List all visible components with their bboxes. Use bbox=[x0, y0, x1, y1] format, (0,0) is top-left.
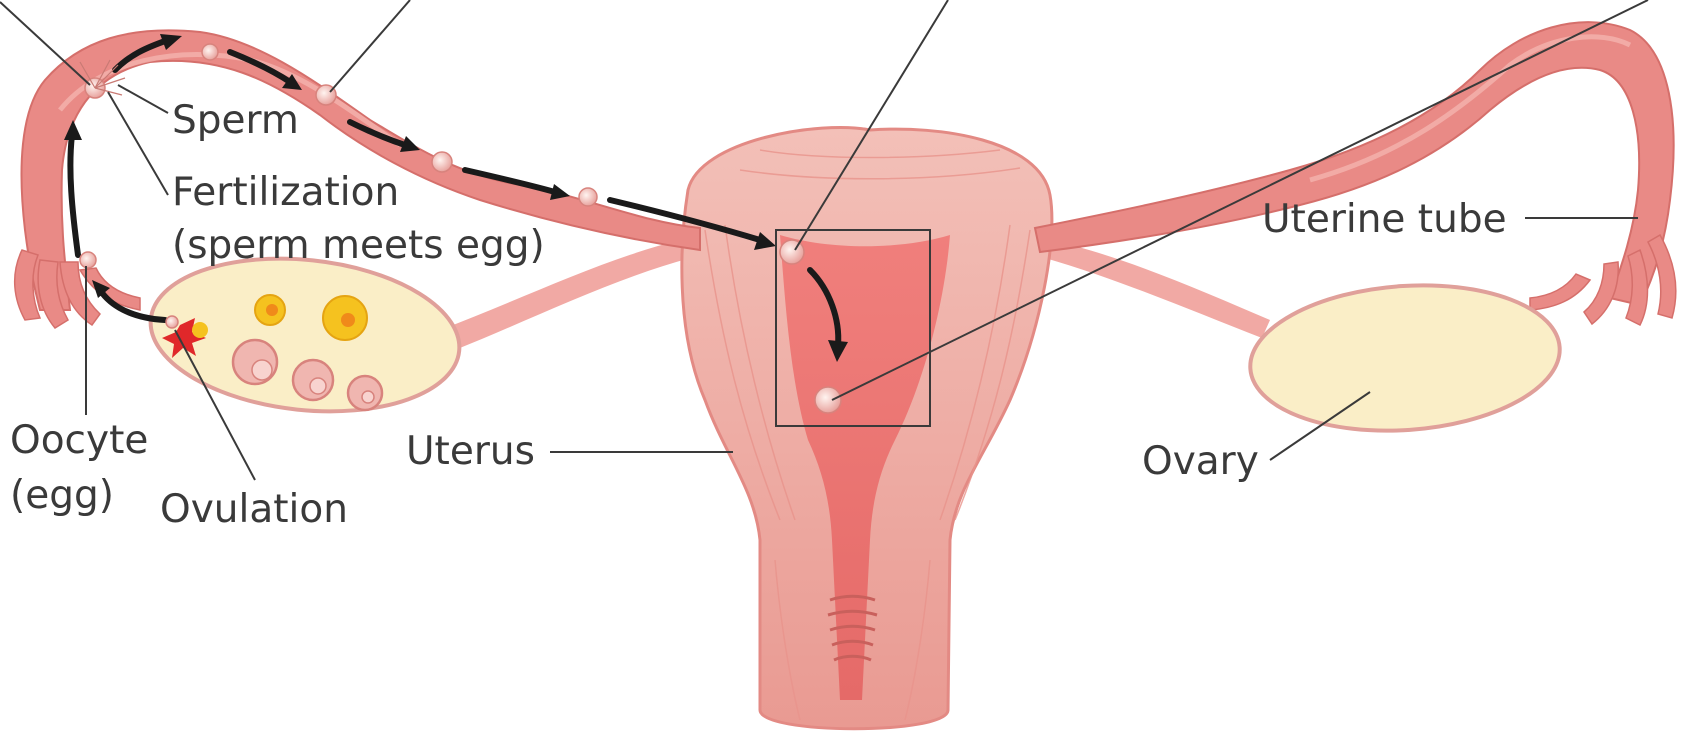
right-ovary bbox=[1245, 275, 1564, 440]
follicle-icon bbox=[255, 295, 285, 325]
oocyte-sublabel: (egg) bbox=[10, 473, 114, 518]
ovary-label: Ovary bbox=[1142, 439, 1259, 484]
follicle-icon bbox=[348, 376, 382, 410]
left-fimbriae bbox=[15, 250, 140, 328]
follicle-icon bbox=[233, 340, 277, 384]
oocyte-label: Oocyte bbox=[10, 418, 148, 463]
right-fimbriae bbox=[1530, 235, 1676, 325]
fertilization-sublabel: (sperm meets egg) bbox=[172, 223, 545, 268]
uterine-tube-label: Uterine tube bbox=[1262, 197, 1507, 242]
uterus-label: Uterus bbox=[406, 429, 535, 474]
follicle-icon bbox=[323, 296, 367, 340]
follicle-icon bbox=[293, 360, 333, 400]
left-ovary bbox=[143, 244, 467, 426]
fertilization-label: Fertilization bbox=[172, 170, 399, 215]
sperm-label: Sperm bbox=[172, 98, 299, 143]
ovulation-label: Ovulation bbox=[160, 487, 348, 532]
right-ovarian-ligament bbox=[1045, 240, 1270, 338]
